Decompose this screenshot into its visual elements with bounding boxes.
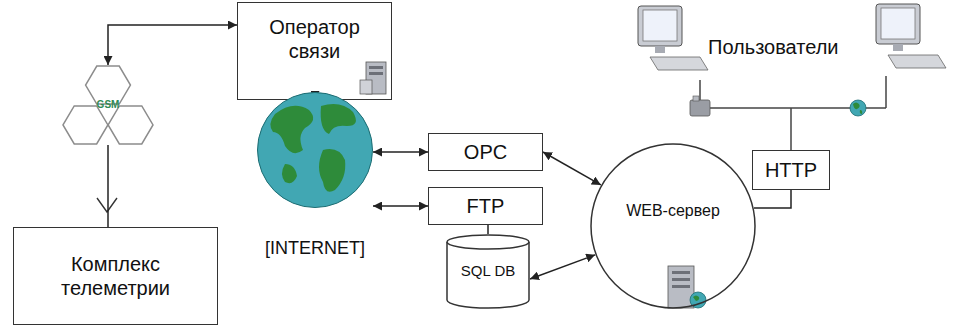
operator-box: Оператор связи xyxy=(237,2,392,100)
user-computer xyxy=(638,6,708,70)
network-hub xyxy=(690,96,710,116)
antenna-symbol xyxy=(97,198,117,212)
node-label: WEB-сервер xyxy=(626,201,720,220)
internet-globe: [INTERNET] xyxy=(257,92,373,264)
users-label: Пользователи xyxy=(708,36,839,59)
continents xyxy=(270,104,355,192)
server-circle-outline xyxy=(590,143,756,309)
cylinder-top xyxy=(447,235,529,249)
database-cylinder: SQL DB xyxy=(446,234,530,308)
gsm-cell xyxy=(86,66,131,104)
node-label: HTTP xyxy=(765,158,817,182)
network-globe xyxy=(850,100,866,116)
connector xyxy=(107,145,109,227)
node-label: Комплекс телеметрии xyxy=(41,252,191,300)
connector xyxy=(543,152,601,185)
device-box: Комплекс телеметрии xyxy=(13,227,218,325)
globe xyxy=(258,93,373,208)
network-wires xyxy=(700,76,886,150)
connector xyxy=(373,151,428,153)
server-icon xyxy=(360,62,386,94)
node-label: GSM xyxy=(97,99,120,111)
node-label: Оператор связи xyxy=(255,15,375,63)
user-computer xyxy=(876,4,946,68)
process-box: HTTP xyxy=(752,150,830,190)
server-circle: WEB-сервер xyxy=(590,143,756,309)
gsm-cells: GSM xyxy=(62,65,154,145)
node-label: FTP xyxy=(467,194,505,218)
gsm-cell xyxy=(108,106,153,144)
node-label: [INTERNET] xyxy=(265,238,365,260)
gsm-cell xyxy=(63,106,108,144)
circle-outline xyxy=(591,144,755,308)
internet-globe-outline xyxy=(257,92,373,264)
connector xyxy=(108,25,237,65)
connector xyxy=(530,255,595,279)
connector xyxy=(373,205,428,207)
node-label: OPC xyxy=(464,140,507,164)
connector xyxy=(487,225,489,234)
cylinder-body xyxy=(447,242,529,308)
server-icon xyxy=(668,266,706,308)
process-box: OPC xyxy=(428,133,543,171)
connector xyxy=(754,190,791,208)
process-box: FTP xyxy=(428,187,543,225)
node-label: SQL DB xyxy=(461,262,515,280)
